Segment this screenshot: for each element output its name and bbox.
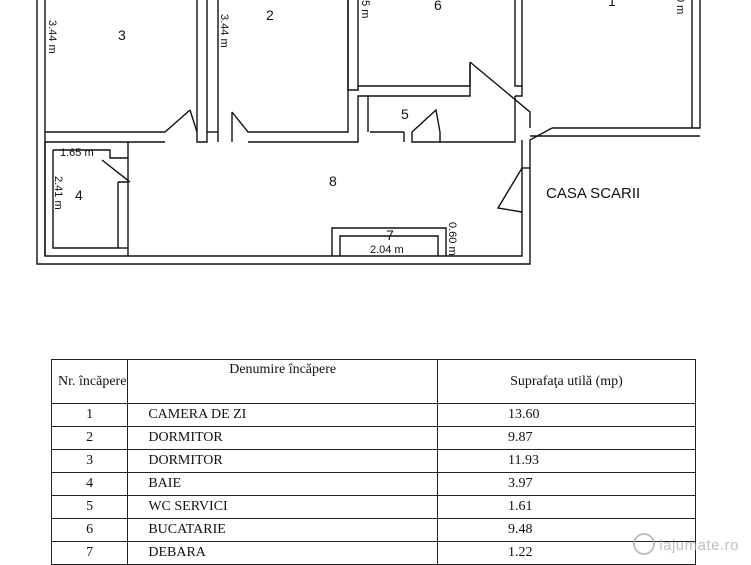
room-label-5: 5	[401, 106, 409, 122]
watermark: lajumate.ro	[633, 533, 739, 555]
cell-nr: 1	[50, 403, 129, 427]
room-label-1: 1	[608, 0, 616, 9]
dim-room2-height: 3.44 m	[218, 14, 230, 48]
room-label-3: 3	[118, 27, 126, 43]
table-row: 5 WC SERVICI 1.61	[50, 495, 697, 519]
table-row: 3 DORMITOR 11.93	[50, 449, 697, 473]
room-label-7: 7	[386, 227, 394, 243]
room-label-8: 8	[329, 173, 337, 189]
cell-name: BAIE	[127, 472, 438, 496]
stair-door	[496, 167, 530, 213]
cell-area: 11.93	[436, 449, 697, 473]
dim-room3-height: 3.44 m	[46, 20, 58, 54]
dim-room6: 75 m	[359, 0, 371, 18]
room-3-walls	[45, 0, 208, 143]
dim-room4-width: 1.65 m	[60, 147, 94, 159]
cell-nr: 3	[50, 449, 129, 473]
room-label-2: 2	[266, 7, 274, 23]
stair-label: CASA SCARII	[546, 185, 640, 202]
room-area-table: Nr. încăpere Denumire încăpere Suprafaţa…	[50, 359, 697, 565]
outer-walls	[36, 0, 701, 265]
cell-area: 1.61	[436, 495, 697, 519]
table-row: 2 DORMITOR 9.87	[50, 426, 697, 450]
cell-nr: 5	[50, 495, 129, 519]
cell-area: 9.87	[436, 426, 697, 450]
dim-room7-depth: 0.60 m	[446, 222, 458, 256]
room-label-4: 4	[75, 187, 83, 203]
cell-nr: 7	[50, 541, 129, 565]
cell-nr: 6	[50, 518, 129, 542]
room-label-6: 6	[434, 0, 442, 13]
cell-area: 13.60	[436, 403, 697, 427]
room-6-walls	[358, 0, 531, 143]
cell-name: DORMITOR	[127, 449, 438, 473]
cell-name: DEBARA	[127, 541, 438, 565]
header-area: Suprafaţa utilă (mp)	[436, 359, 697, 404]
cell-nr: 2	[50, 426, 129, 450]
floor-plan: 1 2 3 4 5 6 7 8 3.44 m 3.44 m 75 m 0 m 1…	[36, 0, 701, 265]
header-name: Denumire încăpere	[127, 359, 438, 404]
cell-name: BUCATARIE	[127, 518, 438, 542]
room-7-walls	[331, 227, 447, 256]
room-4-walls	[44, 142, 131, 256]
table-header-row: Nr. încăpere Denumire încăpere Suprafaţa…	[50, 359, 697, 404]
cell-area: 3.97	[436, 472, 697, 496]
table-row: 4 BAIE 3.97	[50, 472, 697, 496]
watermark-logo-icon	[633, 533, 656, 555]
cell-name: DORMITOR	[127, 426, 438, 450]
cell-nr: 4	[50, 472, 129, 496]
dim-room1: 0 m	[674, 0, 686, 14]
dim-room7-width: 2.04 m	[370, 244, 404, 256]
cell-name: WC SERVICI	[127, 495, 438, 519]
room-2-walls	[207, 0, 471, 143]
header-nr: Nr. încăpere	[50, 359, 129, 404]
cell-name: CAMERA DE ZI	[127, 403, 438, 427]
dim-room4-height: 2.41 m	[52, 176, 64, 210]
table-row: 6 BUCATARIE 9.48	[50, 518, 697, 542]
table-row: 1 CAMERA DE ZI 13.60	[50, 403, 697, 427]
table-row: 7 DEBARA 1.22	[50, 541, 697, 565]
watermark-text: lajumate.ro	[659, 537, 739, 554]
